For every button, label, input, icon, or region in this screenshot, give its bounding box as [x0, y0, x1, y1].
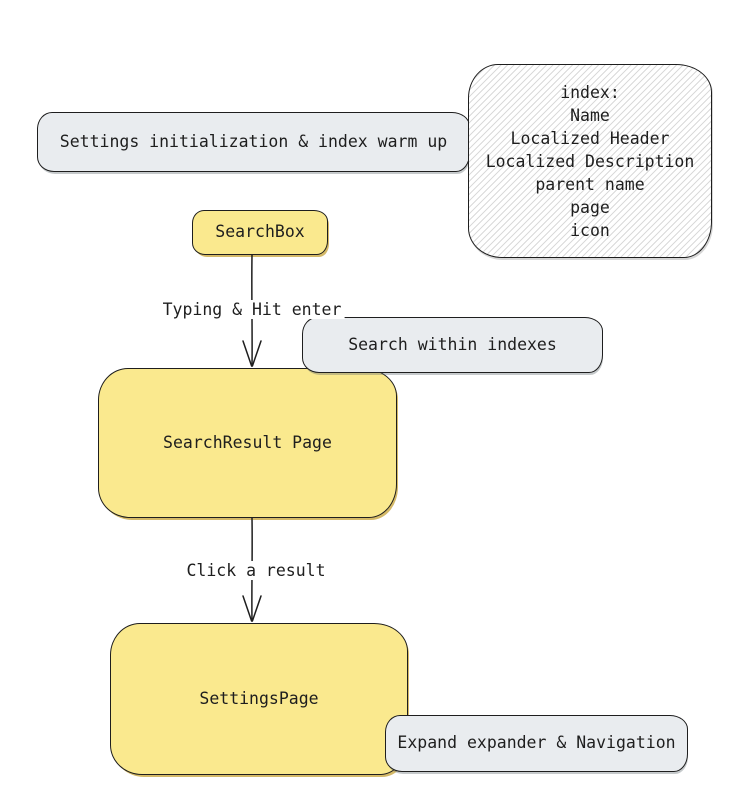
index-note-line: parent name [535, 174, 645, 194]
node-search-box: SearchBox [192, 210, 328, 255]
node-index-note: index: Name Localized Header Localized D… [468, 64, 712, 258]
index-note-line: page [570, 197, 610, 217]
index-note-line: icon [570, 220, 610, 240]
node-label: Settings initialization & index warm up [59, 131, 448, 151]
index-note-line: Localized Header [510, 128, 670, 148]
edge-label-typing: Typing & Hit enter [159, 300, 345, 319]
index-note-line: Localized Description [485, 151, 695, 171]
node-label: SearchResult Page [163, 432, 332, 452]
edge-label-click: Click a result [183, 561, 329, 580]
node-label: SearchBox [215, 222, 305, 242]
node-search-within-indexes: Search within indexes [302, 317, 603, 373]
node-search-result-page: SearchResult Page [98, 368, 397, 518]
node-label: Search within indexes [348, 334, 557, 354]
node-label: Expand expander & Navigation [397, 733, 676, 753]
index-note-line: index: [560, 82, 620, 102]
node-settings-initialization: Settings initialization & index warm up [37, 112, 470, 172]
index-note-line: Name [570, 105, 610, 125]
node-expand-expander-navigation: Expand expander & Navigation [385, 715, 688, 772]
node-label: SettingsPage [199, 688, 319, 708]
node-settings-page: SettingsPage [110, 623, 408, 775]
